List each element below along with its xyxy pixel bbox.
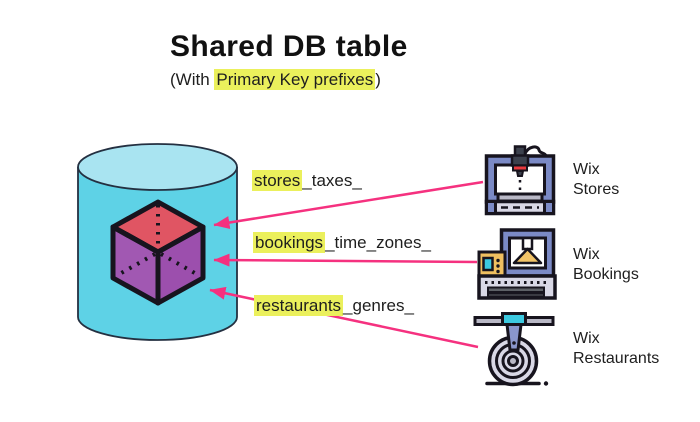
subtitle-prefix: (With: [170, 70, 215, 89]
label-stores-prefix: stores: [252, 170, 303, 191]
service-wix-restaurants: Wix Restaurants: [573, 329, 659, 369]
shared-table-cube: [110, 199, 206, 306]
label-restaurants-prefix: restaurants: [254, 295, 344, 316]
cube-hidden-edges: [115, 205, 201, 278]
service-line1: Wix: [573, 246, 600, 263]
subtitle-highlight: Primary Key prefixes: [214, 69, 376, 90]
service-line2: Restaurants: [573, 350, 660, 367]
service-line1: Wix: [573, 330, 600, 347]
arrow-bookings-to-cube: [213, 253, 478, 267]
label-stores-taxes: stores_taxes_: [252, 170, 362, 191]
page-subtitle: (With Primary Key prefixes): [170, 69, 381, 90]
label-bookings-prefix: bookings: [253, 232, 326, 253]
label-bookings-time-zones: bookings_time_zones_: [253, 232, 431, 253]
cube-front-edges: [110, 224, 206, 306]
label-restaurants-suffix: _genres_: [343, 296, 414, 315]
page-title: Shared DB table: [170, 30, 408, 63]
database-cylinder-top: [77, 143, 238, 191]
shared-database-graphic: [77, 143, 238, 341]
filament-coil-icon: [473, 312, 555, 387]
printer-3d-icon: [484, 145, 556, 216]
subtitle-suffix: ): [375, 70, 381, 89]
label-restaurants-genres: restaurants_genres_: [254, 295, 414, 316]
service-wix-stores: Wix Stores: [573, 160, 619, 200]
service-line2: Bookings: [573, 266, 639, 283]
label-stores-suffix: _taxes_: [302, 171, 362, 190]
service-line2: Stores: [573, 181, 620, 198]
label-bookings-suffix: _time_zones_: [325, 233, 431, 252]
hopper-machine-icon: [477, 228, 557, 300]
service-wix-bookings: Wix Bookings: [573, 245, 639, 285]
service-line1: Wix: [573, 161, 600, 178]
